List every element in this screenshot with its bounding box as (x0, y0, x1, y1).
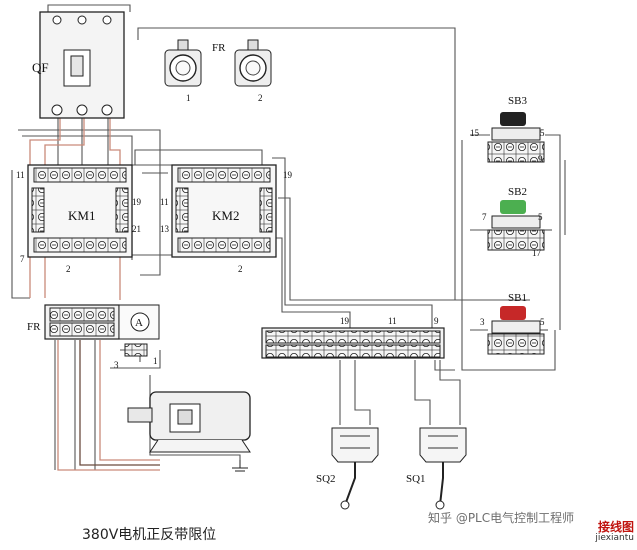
fr-top-label: FR (212, 42, 226, 54)
sb3-terminal-9: 9 (538, 154, 543, 164)
sb2-terminal-5: 5 (538, 212, 543, 222)
km1-terminal-19: 19 (132, 197, 142, 207)
wiring (11, 4, 566, 470)
km1-contactor (27, 164, 133, 258)
sb1-terminal-3: 3 (480, 317, 485, 327)
sb3-button (487, 112, 545, 163)
km2-terminal-19: 19 (283, 170, 293, 180)
fr-thermal-relay (44, 304, 160, 357)
sb3-label: SB3 (508, 95, 527, 107)
site-logo-domain: jiexiantu (595, 533, 634, 543)
qf-breaker (39, 11, 125, 119)
sb1-label: SB1 (508, 292, 527, 304)
site-logo-brand: 接线图 (597, 520, 634, 534)
fr-terminal-1: 1 (186, 93, 191, 103)
km2-terminal-2: 2 (238, 264, 243, 274)
sb2-terminal-7: 7 (482, 212, 487, 222)
km1-terminal-7: 7 (20, 254, 25, 264)
km1-terminal-2: 2 (66, 264, 71, 274)
qf-label: QF (32, 60, 49, 75)
km1-label: KM1 (68, 208, 95, 223)
sb2-button (487, 200, 545, 251)
motor (127, 391, 251, 472)
km1-terminal-21: 21 (132, 224, 141, 234)
watermark-text: 知乎 @PLC电气控制工程师 (428, 511, 575, 525)
sb3-terminal-5: 5 (540, 128, 545, 138)
block-terminal-19: 19 (340, 316, 350, 326)
fr-terminal-3: 3 (114, 360, 119, 370)
km2-terminal-13: 13 (160, 224, 170, 234)
ammeter-label: A (135, 317, 143, 329)
sb1-terminal-5: 5 (540, 317, 545, 327)
sq1-limit-switch (419, 427, 467, 510)
sq1-label: SQ1 (406, 473, 426, 485)
terminal-block (261, 327, 445, 359)
block-terminal-9: 9 (434, 316, 439, 326)
sb2-terminal-17: 17 (532, 248, 542, 258)
diagram-caption: 380V电机正反带限位 (82, 527, 217, 543)
sq2-label: SQ2 (316, 473, 336, 485)
sq2-limit-switch (331, 427, 379, 510)
fr-lower-label: FR (27, 321, 41, 333)
sb2-label: SB2 (508, 186, 527, 198)
km2-label: KM2 (212, 208, 239, 223)
fr-terminal-2: 2 (258, 93, 263, 103)
sb1-button (487, 306, 545, 355)
sb3-terminal-15: 15 (470, 128, 480, 138)
km2-contactor (171, 164, 277, 258)
block-terminal-11: 11 (388, 316, 397, 326)
km1-terminal-11: 11 (16, 170, 25, 180)
km2-terminal-11: 11 (160, 197, 169, 207)
fr-top-fuses (164, 39, 272, 87)
site-logo: 接线图 jiexiantu (578, 518, 636, 544)
fr-terminal-1b: 1 (153, 356, 158, 366)
